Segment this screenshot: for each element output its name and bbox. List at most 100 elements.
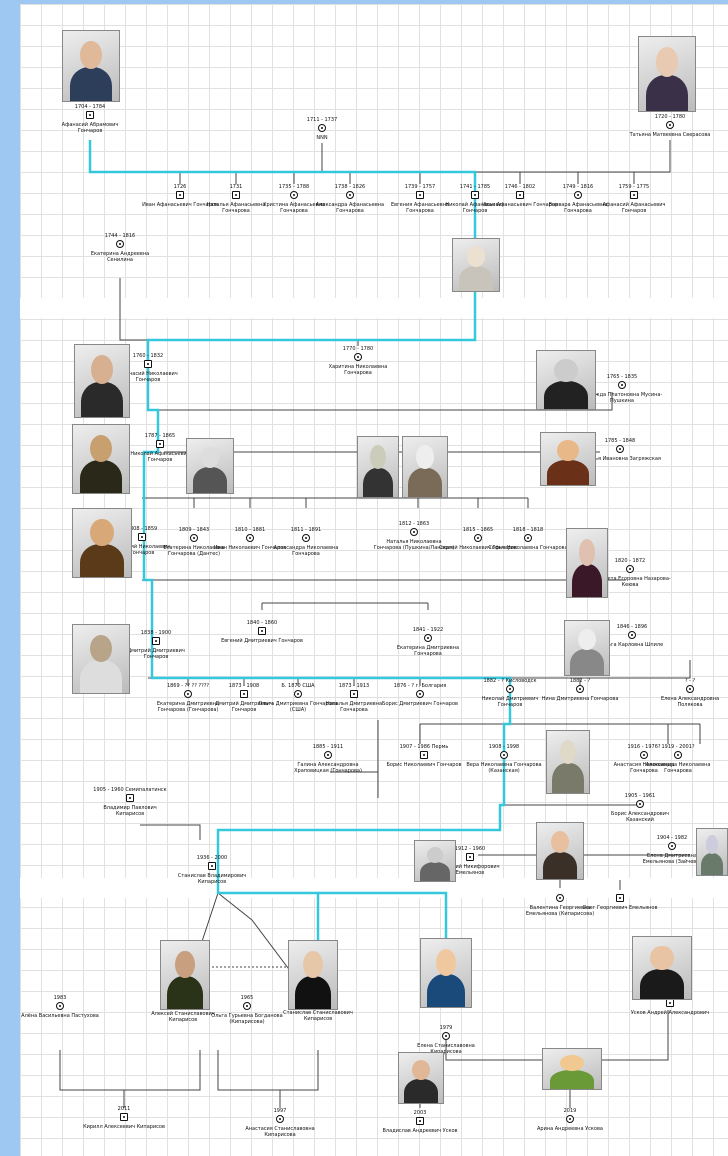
- person-dates: 1885 - 1911: [312, 744, 344, 750]
- female-symbol-icon: [246, 534, 254, 542]
- portrait-photo: [398, 1052, 444, 1104]
- person-dates: 1841 - 1922: [412, 627, 444, 633]
- portrait-photo: [72, 424, 130, 494]
- male-symbol-icon: [616, 894, 624, 902]
- person-node[interactable]: 1919 - 2001?Александра Николаевна Гончар…: [637, 744, 719, 774]
- person-dates: 1936 - 2000: [196, 855, 228, 861]
- portrait-photo: [74, 344, 130, 418]
- female-symbol-icon: [618, 381, 626, 389]
- person-name: Афанасий Афанасьевич Гончаров: [602, 202, 666, 214]
- person-name: Харитина Николаевна Гончарова: [328, 364, 388, 376]
- person-name: Станислав Станиславович Кипарисов: [283, 1010, 353, 1022]
- portrait-photo: [72, 508, 132, 578]
- person-node[interactable]: 1869 - ?? ?? ????Екатерина Дмитриевна Го…: [147, 683, 229, 713]
- separator: [20, 878, 728, 898]
- person-node[interactable]: Валентина Георгиевна Емельянова (Кипарис…: [519, 893, 601, 917]
- person-dates: 1873 - 1908: [228, 683, 260, 689]
- person-dates: 1726: [173, 184, 187, 190]
- person-node[interactable]: ? - ?Елена Александровна Полякова: [649, 678, 728, 708]
- female-symbol-icon: [294, 690, 302, 698]
- person-name: Ольга Гурьевна Богданова (Кипарисова): [211, 1013, 283, 1025]
- female-symbol-icon: [354, 353, 362, 361]
- person-name: Георгий Никифорович Емельянов: [440, 864, 500, 876]
- person-node[interactable]: 1916 - 1976?Анастасия Николаевна Гончаро…: [603, 744, 685, 774]
- portrait-photo: [288, 940, 338, 1010]
- female-symbol-icon: [636, 800, 644, 808]
- person-dates: 1815 - 1865: [462, 527, 494, 533]
- male-symbol-icon: [138, 533, 146, 541]
- person-name: Афанасий Николаевич Гончаров: [118, 371, 178, 383]
- person-name: Дмитрий Николаевич Гончаров: [113, 544, 171, 556]
- person-dates: 1749 - 1816: [562, 184, 594, 190]
- female-symbol-icon: [626, 565, 634, 573]
- person-name: Вера Николаевна Гончарова (Казанская): [466, 762, 542, 774]
- person-name: Усков Андрей Александрович: [630, 1010, 710, 1016]
- person-dates: 1720 - 1780: [654, 114, 686, 120]
- portrait-photo: [546, 730, 590, 794]
- person-dates: 1820 - 1872: [614, 558, 646, 564]
- portrait-photo: [536, 350, 596, 410]
- person-node[interactable]: Олег Георгиевич Емельянов: [579, 893, 661, 911]
- person-dates: 1760 - 1832: [132, 353, 164, 359]
- male-symbol-icon: [471, 191, 479, 199]
- person-name: Иван Николаевич Гончаров: [213, 545, 287, 551]
- person-name: Афанасий Абрамович Гончаров: [61, 122, 119, 134]
- male-symbol-icon: [258, 627, 266, 635]
- person-name: Владимир Павлович Кипарисов: [103, 805, 157, 817]
- male-symbol-icon: [126, 794, 134, 802]
- person-name: Александра Афанасьевна Гончарова: [315, 202, 385, 214]
- person-node[interactable]: 1882 - ?Нина Дмитриевна Гончарова: [539, 678, 621, 702]
- person-dates: Б. 1870 США: [281, 683, 315, 689]
